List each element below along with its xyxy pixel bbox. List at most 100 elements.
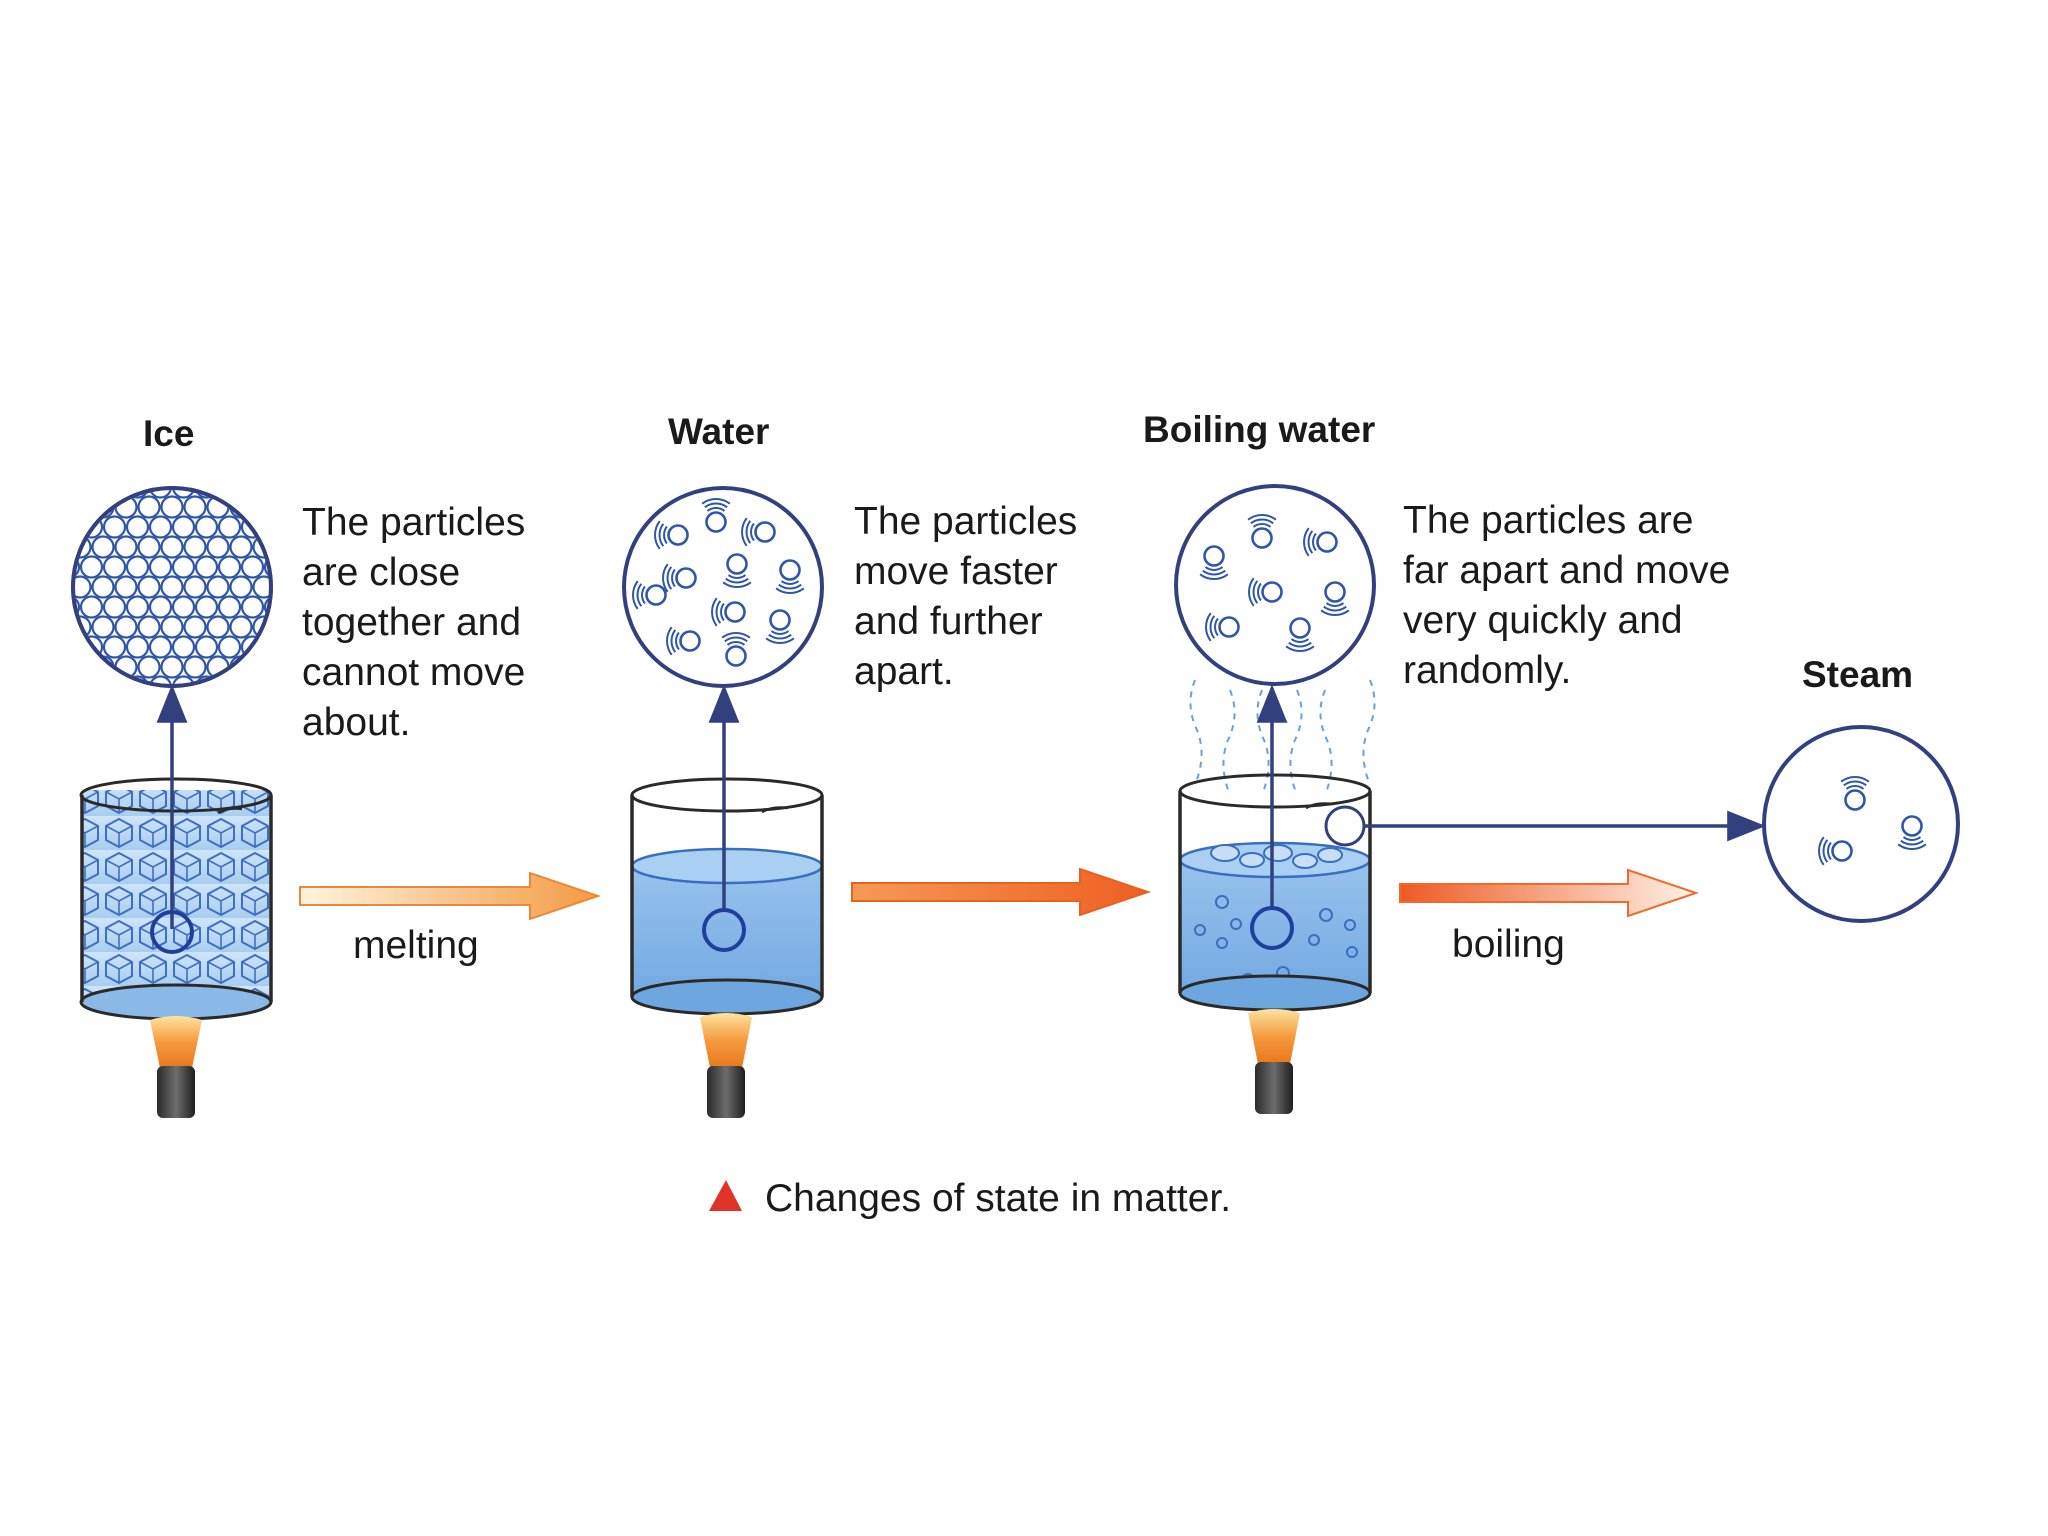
motion-line [1285, 645, 1315, 652]
ice-particle [125, 635, 150, 659]
ice-particle [277, 497, 298, 518]
motion-line [1845, 785, 1865, 790]
ice-particle [79, 595, 104, 619]
ice-particle [47, 577, 68, 598]
ice-particle [160, 535, 184, 559]
ice-particle [47, 497, 68, 518]
motion-line [1204, 566, 1224, 571]
motion-line [666, 566, 673, 590]
description-line: cannot move [302, 651, 525, 694]
ice-particle [254, 697, 275, 718]
ice-particle [102, 595, 127, 619]
particle [1324, 581, 1346, 603]
ice-particle [252, 575, 269, 599]
ice-particle [116, 697, 137, 718]
water-particle [666, 626, 701, 656]
motion-line [641, 585, 646, 605]
particle [1844, 789, 1866, 811]
description-line: randomly. [1403, 649, 1571, 692]
ice-particle [231, 697, 252, 718]
steam-particle [1897, 815, 1927, 850]
steam-particle-disc [1762, 725, 1960, 923]
ice-particle [91, 535, 115, 559]
ice-particle [102, 490, 127, 499]
motion-line [1247, 514, 1277, 521]
description-line: apart. [854, 650, 954, 693]
motion-line [1840, 776, 1870, 783]
ice-particle [75, 575, 92, 599]
motion-line [1323, 605, 1347, 612]
description-line: and further [854, 600, 1043, 643]
ice-particle [24, 577, 45, 598]
ice-particle [114, 575, 138, 599]
water-particle [654, 520, 689, 550]
ice-particle [229, 615, 253, 639]
motion-line [727, 574, 747, 579]
ice-particle [70, 457, 91, 478]
ice-particle [102, 555, 127, 579]
description-ice: The particles are close together and can… [302, 501, 525, 744]
particle [679, 630, 701, 652]
label-melting: melting [353, 924, 479, 967]
ice-particle [79, 490, 104, 499]
ice-particle [160, 575, 184, 599]
ice-particle [75, 595, 81, 619]
water-particle [701, 498, 731, 533]
ice-particle [160, 615, 184, 639]
ice-particle [277, 537, 298, 558]
ice-particle [206, 575, 230, 599]
ice-particle [288, 477, 309, 498]
ice-particle [102, 675, 127, 684]
ice-particle [75, 495, 92, 519]
description-line: about. [302, 701, 410, 744]
ice-particle [35, 477, 56, 498]
motion-line [1822, 839, 1829, 863]
ice-particle [263, 595, 269, 619]
motion-line [745, 520, 752, 544]
ice-particle [231, 457, 252, 478]
particle [726, 553, 748, 575]
ice-particle [75, 635, 81, 659]
motion-line [1250, 518, 1274, 525]
ice-particle [47, 617, 68, 638]
motion-line [775, 587, 805, 594]
motion-line [1202, 569, 1226, 576]
boiling-particle [1247, 514, 1277, 549]
burner-boiling [1248, 1009, 1300, 1114]
ice-particle [194, 555, 219, 579]
boiling-particle-disc [1174, 484, 1376, 686]
ice-particle [208, 697, 229, 718]
water-particle [711, 597, 746, 627]
stage-title-water: Water [668, 411, 769, 452]
ice-particle [300, 457, 321, 478]
ice-particle [24, 537, 45, 558]
ice-particle [91, 615, 115, 639]
ice-particle [254, 457, 275, 478]
ice-cubes [82, 790, 271, 1003]
description-line: The particles are [1403, 499, 1693, 542]
stage-title-boiling-water: Boiling water [1143, 409, 1375, 450]
ice-particle [277, 697, 298, 718]
particle [1831, 840, 1853, 862]
beaker-boiling [1178, 773, 1372, 1012]
motion-line [1312, 532, 1317, 552]
ice-particle [79, 675, 104, 684]
description-water: The particles move faster and further ap… [854, 500, 1077, 693]
particle [1316, 531, 1338, 553]
motion-line [780, 580, 800, 585]
boiling-particle [1248, 577, 1283, 607]
ice-particle-disc [24, 457, 321, 718]
heating-arrow [851, 867, 1152, 917]
motion-line [778, 583, 802, 590]
description-boiling-water: The particles are far apart and move ver… [1403, 499, 1730, 692]
ice-particle [35, 557, 56, 578]
ice-particle [24, 497, 45, 518]
ice-particle [194, 595, 219, 619]
ice-particle [162, 457, 183, 478]
ice-particle [217, 515, 242, 539]
steam-particle [1840, 776, 1870, 811]
motion-line [720, 602, 725, 622]
ice-particle [277, 457, 298, 478]
sample-circle-steam [1324, 805, 1366, 847]
motion-line [770, 630, 790, 635]
